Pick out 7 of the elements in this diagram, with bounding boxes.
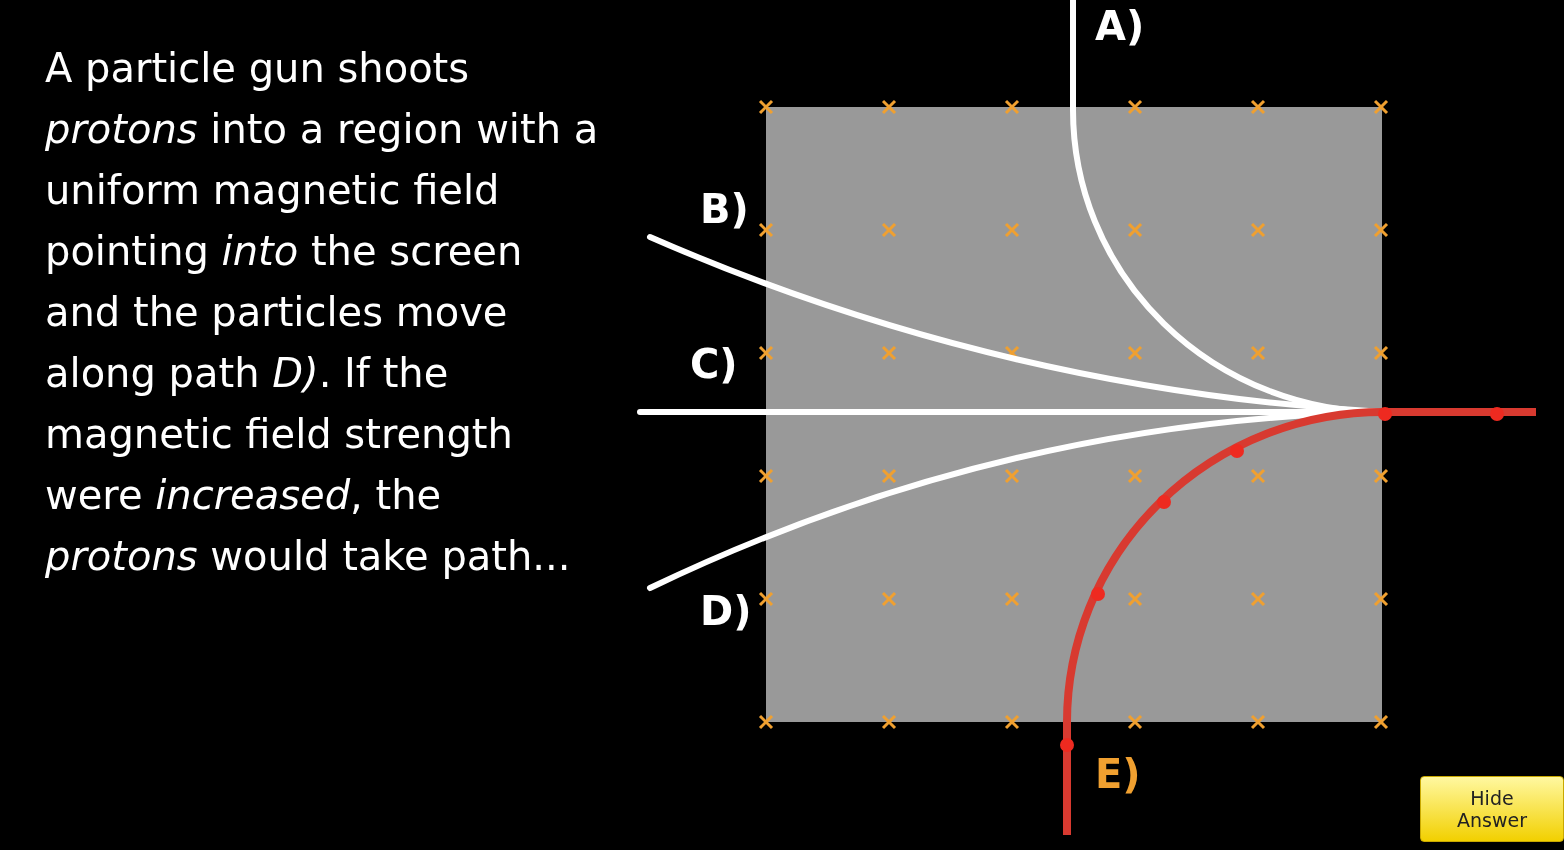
question-text: A particle gun shoots protons into a region with a uniform magnetic field pointing into the screen and the particles move along path D). If the magnetic field strength were increased, the protons would take path... <box>45 44 600 581</box>
path-label: C) <box>690 340 738 388</box>
path-label: A) <box>1095 2 1145 50</box>
path-label: E) <box>1095 750 1141 798</box>
path-label: D) <box>700 587 752 635</box>
path-label: B) <box>700 185 749 233</box>
hide-answer-button: Hide Answer <box>1420 776 1564 842</box>
